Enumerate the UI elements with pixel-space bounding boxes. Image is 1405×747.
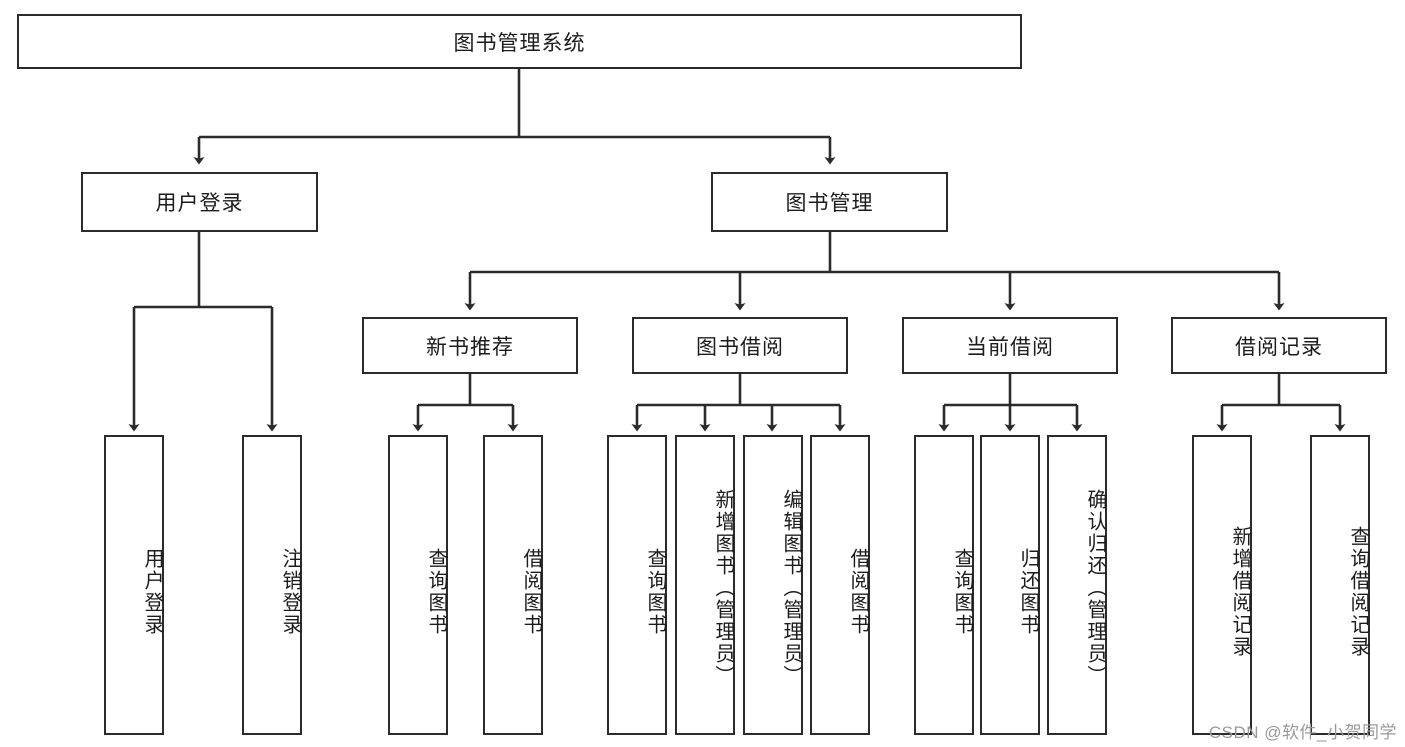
node-borrow-record[interactable]: 借阅记录 [1171,317,1387,374]
node-book-borrow[interactable]: 图书借阅 [632,317,848,374]
node-current-borrow[interactable]: 当前借阅 [902,317,1118,374]
node-leaf-return-book[interactable]: 归还图书 [980,435,1040,735]
node-user-login[interactable]: 用户登录 [81,172,318,232]
node-leaf-add-book-admin[interactable]: 新增图书（管理员） [675,435,735,735]
node-leaf-borrow-book[interactable]: 借阅图书 [810,435,870,735]
node-leaf-query-book-current[interactable]: 查询图书 [914,435,974,735]
csdn-watermark: CSDN @软件_小贺同学 [1208,723,1397,742]
node-root-book-management-system[interactable]: 图书管理系统 [17,14,1022,69]
node-leaf-borrow-book-recommend[interactable]: 借阅图书 [483,435,543,735]
node-leaf-add-borrow-record[interactable]: 新增借阅记录 [1192,435,1252,735]
node-new-book-recommend[interactable]: 新书推荐 [362,317,578,374]
node-book-management[interactable]: 图书管理 [711,172,948,232]
node-leaf-user-login[interactable]: 用户登录 [104,435,164,735]
node-leaf-query-book-borrow[interactable]: 查询图书 [607,435,667,735]
node-leaf-query-borrow-record[interactable]: 查询借阅记录 [1310,435,1370,735]
node-leaf-logout[interactable]: 注销登录 [242,435,302,735]
node-leaf-query-book-recommend[interactable]: 查询图书 [388,435,448,735]
node-leaf-confirm-return-admin[interactable]: 确认归还（管理员） [1047,435,1107,735]
node-leaf-edit-book-admin[interactable]: 编辑图书（管理员） [743,435,803,735]
